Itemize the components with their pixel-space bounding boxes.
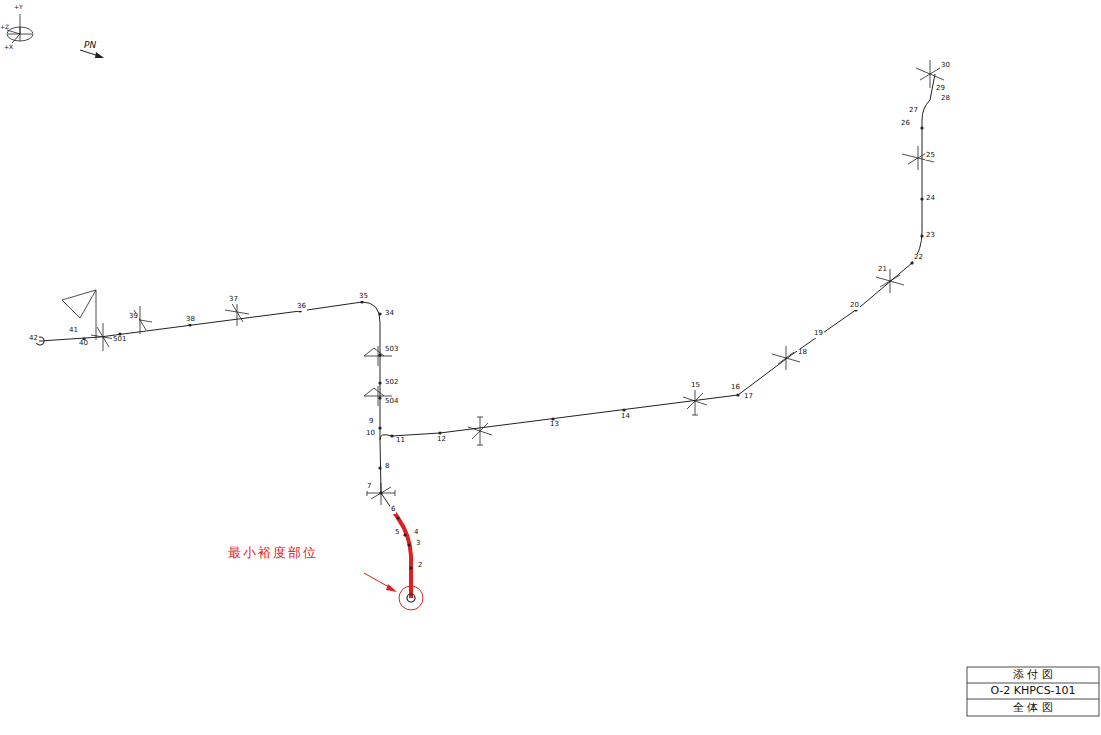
node-number: 39 <box>128 313 139 321</box>
node-number: 36 <box>296 303 307 311</box>
node-number: 10 <box>365 430 376 438</box>
north-arrow <box>80 50 104 58</box>
node-number: 18 <box>797 349 808 357</box>
title-block-cell: 全 体 図 <box>967 700 1099 716</box>
title-block <box>967 667 1099 716</box>
node-number: 42 <box>28 335 39 343</box>
node-number: 35 <box>358 293 369 301</box>
callout-text: 最小裕度部位 <box>228 546 318 560</box>
node-number: 37 <box>228 296 239 304</box>
node-number: 9 <box>368 418 374 426</box>
node-number: 8 <box>384 463 390 471</box>
node-number: 11 <box>395 437 406 445</box>
highlight-circle <box>399 586 423 610</box>
support-symbols <box>62 60 944 505</box>
node-number: 17 <box>743 393 754 401</box>
node-number: 5 <box>394 529 400 537</box>
node-number: 22 <box>913 254 924 262</box>
node-number: 19 <box>813 330 824 338</box>
node-number: 21 <box>877 266 888 274</box>
node-number: 26 <box>900 120 911 128</box>
node-number: 502 <box>384 379 399 387</box>
axis-label: +Z <box>0 24 9 31</box>
node-number: 34 <box>384 310 395 318</box>
node-number: 29 <box>935 85 946 93</box>
node-number: 24 <box>925 195 936 203</box>
pipe-line <box>380 74 935 598</box>
node-number: 4 <box>413 529 419 537</box>
title-block-cell: 添 付 図 <box>967 667 1099 683</box>
node-number: 504 <box>384 398 399 406</box>
node-number: 14 <box>620 413 631 421</box>
node-number: 15 <box>690 382 701 390</box>
node-number: 30 <box>940 62 951 70</box>
node-number: 41 <box>68 327 79 335</box>
anchor-symbol <box>407 594 415 602</box>
node-number: 2 <box>417 562 423 570</box>
node-number: 25 <box>925 152 936 160</box>
node-number: 27 <box>908 107 919 115</box>
callout-arrowhead <box>386 584 397 592</box>
axis-label: +Y <box>14 4 23 11</box>
node-number: 40 <box>78 340 89 348</box>
node-number: 12 <box>436 436 447 444</box>
pipe-line <box>40 302 380 440</box>
node-number: 16 <box>730 384 741 392</box>
node-dots <box>82 126 923 569</box>
node-number: 6 <box>390 506 396 514</box>
node-number: 23 <box>925 232 936 240</box>
title-block-cell: O-2 KHPCS-101 <box>967 683 1099 699</box>
north-label: PN <box>84 41 96 51</box>
highlight-section <box>392 509 411 598</box>
axis-icon <box>7 14 33 43</box>
node-number: 503 <box>384 346 399 354</box>
node-number: 7 <box>366 483 372 491</box>
node-number: 20 <box>849 302 860 310</box>
node-number: 501 <box>112 336 127 344</box>
node-number: 38 <box>185 316 196 324</box>
node-number: 3 <box>415 540 421 548</box>
axis-label: +X <box>4 44 13 51</box>
node-number: 28 <box>940 95 951 103</box>
node-number: 13 <box>549 421 560 429</box>
